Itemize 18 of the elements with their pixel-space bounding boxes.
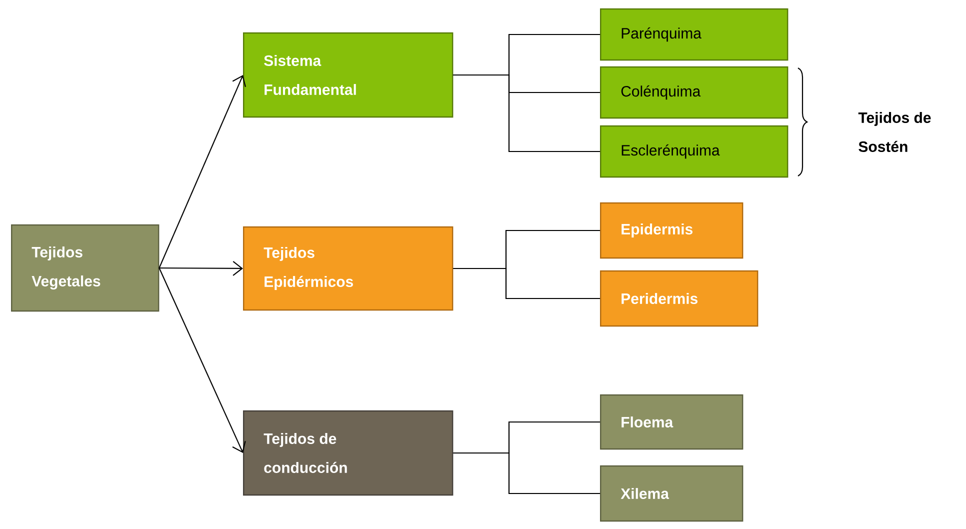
tissue-box: Colénquima — [600, 66, 788, 119]
tissue-box: Esclerénquima — [600, 125, 788, 178]
group-label: Tejidos de Sostén — [858, 112, 931, 152]
category-box: Tejidos de conducción — [243, 410, 454, 496]
connector-line — [453, 268, 600, 300]
arrow — [158, 268, 246, 453]
tissue-box: Epidermis — [600, 202, 744, 259]
tissue-box: Floema — [600, 394, 744, 450]
tissue-box: Xilema — [600, 465, 744, 522]
category-box: Tejidos Epidérmicos — [243, 226, 454, 311]
tissue-box: Peridermis — [600, 270, 758, 327]
arrow — [159, 261, 244, 276]
arrow — [158, 75, 246, 268]
connector-line — [453, 74, 600, 152]
category-box: Sistema Fundamental — [243, 32, 454, 118]
root-box: Tejidos Vegetales — [11, 224, 160, 312]
connector-line — [453, 452, 600, 494]
tissue-box: Parénquima — [600, 8, 788, 61]
